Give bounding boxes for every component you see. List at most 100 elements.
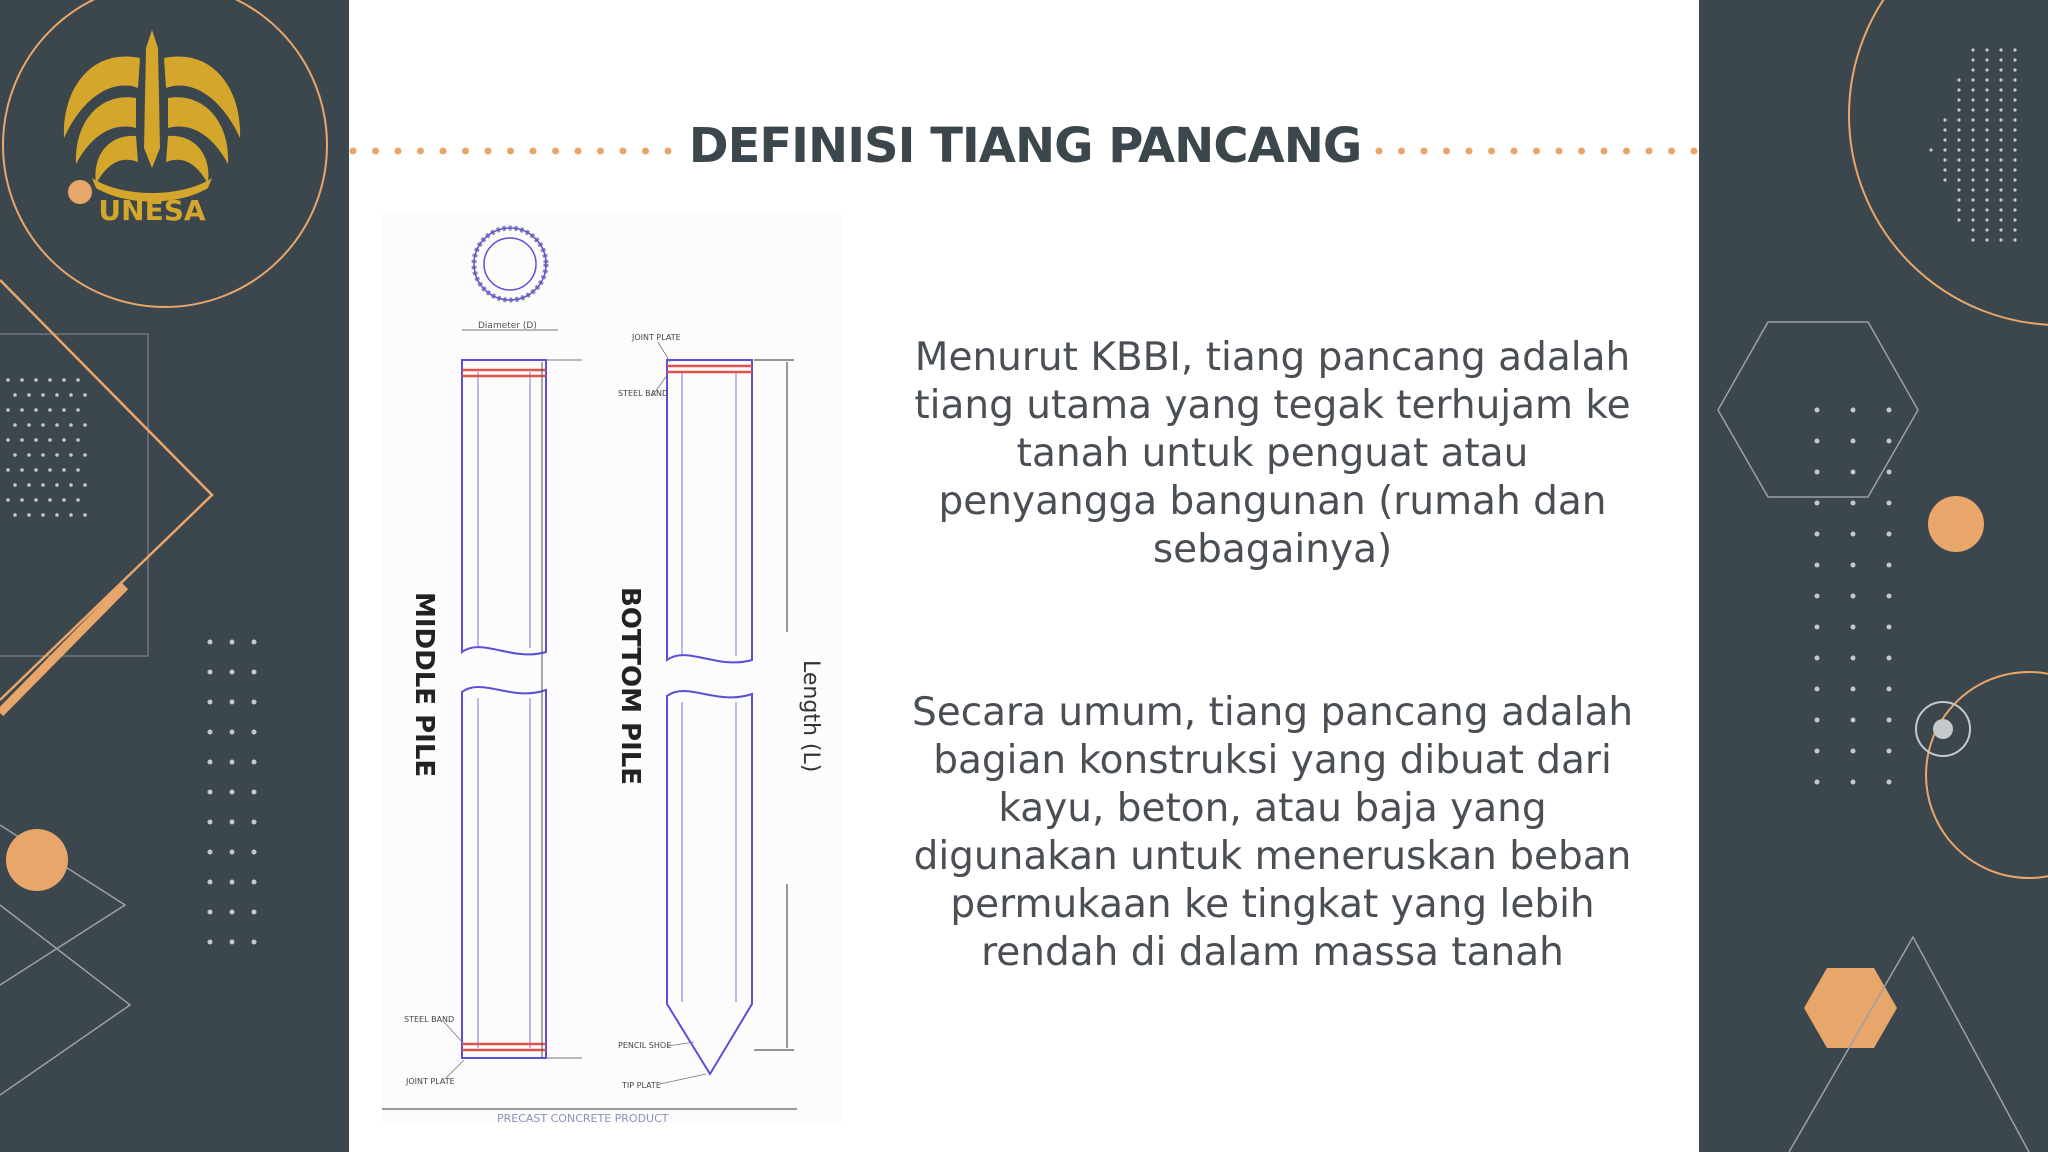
decor-dot xyxy=(48,408,52,412)
decor-dot xyxy=(6,468,10,472)
decor-dot xyxy=(2013,148,2017,152)
decor-dot xyxy=(1971,118,1975,122)
bottom-pile-bands xyxy=(667,364,752,374)
decor-dot xyxy=(1999,218,2003,222)
decor-dot xyxy=(349,147,357,155)
decor-dot xyxy=(642,147,649,155)
title-dots-right xyxy=(1375,147,1698,155)
decor-dot xyxy=(2013,108,2017,112)
decor-dot xyxy=(6,438,10,442)
decor-dot xyxy=(1971,98,1975,102)
decor-dot xyxy=(27,423,31,427)
decor-dot xyxy=(484,147,492,155)
decor-dot xyxy=(6,498,10,502)
decor-dot xyxy=(1886,779,1892,785)
decor-dot xyxy=(1850,438,1856,444)
decor-dot xyxy=(2013,68,2017,72)
decor-dot xyxy=(1886,655,1892,661)
decor-dot xyxy=(229,939,235,945)
decor-dot xyxy=(48,378,52,382)
decor-dot xyxy=(27,513,31,517)
decor-dot xyxy=(251,849,257,855)
decor-dot xyxy=(2013,228,2017,232)
decor-dot xyxy=(229,729,235,735)
decor-dot xyxy=(55,423,59,427)
decor-dot xyxy=(1814,531,1820,537)
decor-dot xyxy=(55,393,59,397)
decor-dot xyxy=(62,468,66,472)
decor-dot xyxy=(76,468,80,472)
decor-dot xyxy=(6,378,10,382)
decor-dot xyxy=(2013,238,2017,242)
joint-plate-bottom-label: JOINT PLATE xyxy=(405,1077,455,1086)
decor-dot xyxy=(41,423,45,427)
decor-dot xyxy=(1971,108,1975,112)
decor-dot xyxy=(2013,158,2017,162)
decor-dot xyxy=(1886,686,1892,692)
decor-dot xyxy=(2013,168,2017,172)
decor-dot xyxy=(48,498,52,502)
decor-dot xyxy=(1814,779,1820,785)
decor-dot xyxy=(1957,188,1961,192)
decor-dot xyxy=(1971,238,1975,242)
decor-dot xyxy=(48,438,52,442)
decor-dot xyxy=(1578,147,1585,155)
decor-dot xyxy=(1971,78,1975,82)
decor-dot xyxy=(1814,469,1820,475)
decor-dot xyxy=(1985,198,1989,202)
decor-dot xyxy=(1999,238,2003,242)
decor-dot xyxy=(1814,593,1820,599)
decor-dot xyxy=(2013,188,2017,192)
decor-dot xyxy=(1850,748,1856,754)
middle-pile xyxy=(461,359,547,1059)
title-dots-left xyxy=(349,147,672,155)
decor-dot xyxy=(1850,531,1856,537)
decor-dot xyxy=(394,147,402,155)
decor-dot xyxy=(83,453,87,457)
decor-dot xyxy=(27,453,31,457)
decor-dot xyxy=(229,789,235,795)
decor-dot xyxy=(1398,147,1405,155)
decor-dot xyxy=(1999,98,2003,102)
decor-dot xyxy=(83,423,87,427)
decor-dot xyxy=(229,819,235,825)
decor-dot xyxy=(1985,88,1989,92)
decor-dot xyxy=(229,639,235,645)
decor-dot xyxy=(1850,779,1856,785)
decor-dot xyxy=(1985,68,1989,72)
decor-dot xyxy=(27,483,31,487)
decor-dot xyxy=(1668,147,1675,155)
decor-dot xyxy=(1999,48,2003,52)
decor-dot xyxy=(1814,407,1820,413)
decor-dot xyxy=(27,393,31,397)
left-decor-shapes xyxy=(0,0,328,1096)
decor-dot xyxy=(1375,147,1383,155)
decor-dot xyxy=(13,513,17,517)
decor-dot xyxy=(1488,147,1495,155)
decor-dot xyxy=(1957,138,1961,142)
decor-dot xyxy=(1985,58,1989,62)
decor-dot xyxy=(1957,178,1961,182)
decor-dot xyxy=(1814,655,1820,661)
decor-dot xyxy=(1971,158,1975,162)
logo-text: UNESA xyxy=(98,194,205,227)
decor-dot xyxy=(1985,128,1989,132)
decor-dot xyxy=(13,483,17,487)
decor-dot xyxy=(1690,147,1698,155)
decor-dot xyxy=(251,639,257,645)
steel-band-bottom-label: STEEL BAND xyxy=(404,1015,454,1024)
decor-dot xyxy=(1999,188,2003,192)
decor-dot xyxy=(229,879,235,885)
decor-dot xyxy=(507,147,514,155)
decor-dot xyxy=(41,513,45,517)
decor-dot xyxy=(2013,58,2017,62)
middle-pile-label: MIDDLE PILE xyxy=(409,592,439,777)
decor-dot xyxy=(1971,88,1975,92)
decor-dot xyxy=(1886,407,1892,413)
decor-dot xyxy=(1957,218,1961,222)
decor-dot xyxy=(2013,128,2017,132)
decor-dot xyxy=(6,408,10,412)
decor-dot xyxy=(2013,118,2017,122)
decor-dot xyxy=(1999,78,2003,82)
decor-dot xyxy=(1814,686,1820,692)
